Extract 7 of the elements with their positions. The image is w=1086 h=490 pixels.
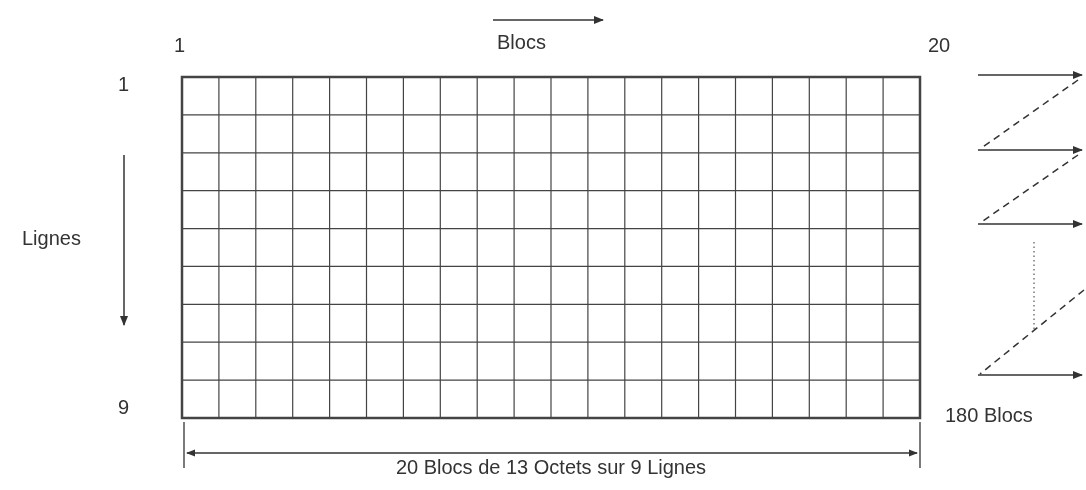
axis-label: 1 bbox=[173, 33, 187, 57]
axis-label: 1 bbox=[117, 72, 131, 96]
axis-label: Lignes bbox=[21, 226, 82, 250]
axis-label: 20 bbox=[927, 33, 952, 57]
axis-label: 180 Blocs bbox=[944, 403, 1034, 427]
axis-label: 9 bbox=[117, 395, 131, 419]
axis-label: Blocs bbox=[496, 30, 547, 54]
